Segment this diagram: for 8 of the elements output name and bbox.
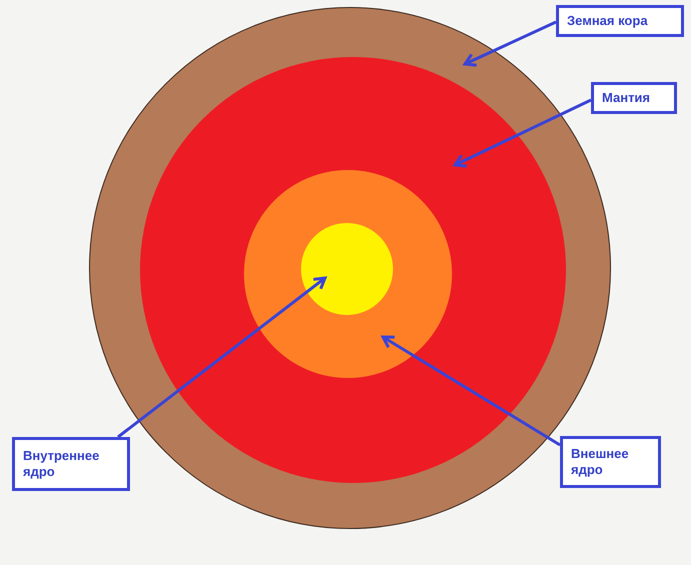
leader-arrow <box>382 336 561 446</box>
label-box: Внутреннее ядро <box>12 437 130 491</box>
leader-arrow <box>117 276 326 438</box>
label-box: Внешнее ядро <box>560 436 661 488</box>
leader-arrow <box>454 98 592 168</box>
label-box: Земная кора <box>556 5 684 37</box>
label-box: Мантия <box>591 82 677 114</box>
leader-arrow <box>464 20 557 67</box>
